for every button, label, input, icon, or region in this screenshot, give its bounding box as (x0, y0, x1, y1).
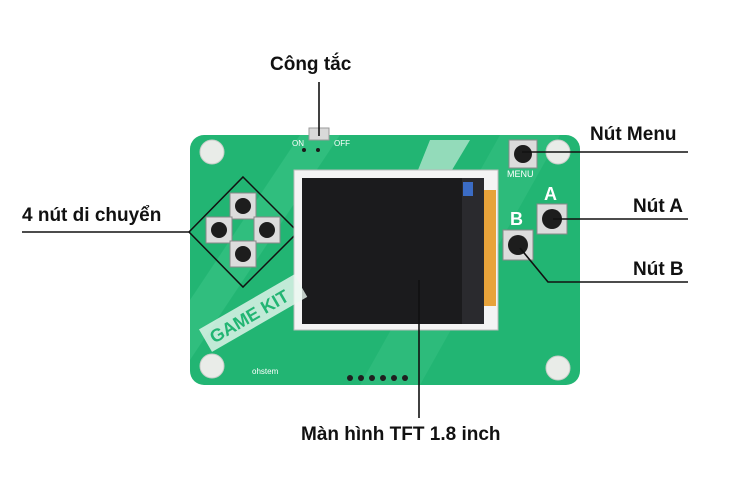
label-b-button: Nút B (633, 259, 684, 280)
switch-on-silk: ON (292, 139, 304, 148)
dpad-highlight (187, 175, 300, 289)
switch-off-silk: OFF (334, 139, 350, 148)
dpad-buttons (205, 192, 281, 268)
power-switch: ON OFF (292, 127, 350, 152)
label-menu-button: Nút Menu (590, 124, 677, 145)
a-silk: A (544, 184, 557, 204)
label-screen: Màn hình TFT 1.8 inch (301, 424, 501, 445)
header-pins (347, 375, 408, 381)
label-a-button: Nút A (633, 196, 683, 217)
b-silk: B (510, 209, 523, 229)
label-dpad: 4 nút di chuyển (22, 205, 162, 226)
mounting-holes (199, 139, 571, 381)
b-button: B (502, 209, 534, 261)
tft-screen (293, 169, 499, 331)
label-switch: Công tắc (270, 54, 352, 75)
logo-text: ohstem (252, 367, 279, 376)
leader-b (519, 247, 688, 283)
menu-button: MENU (507, 139, 538, 179)
menu-silk: MENU (507, 169, 534, 179)
leader-lines (22, 82, 688, 418)
